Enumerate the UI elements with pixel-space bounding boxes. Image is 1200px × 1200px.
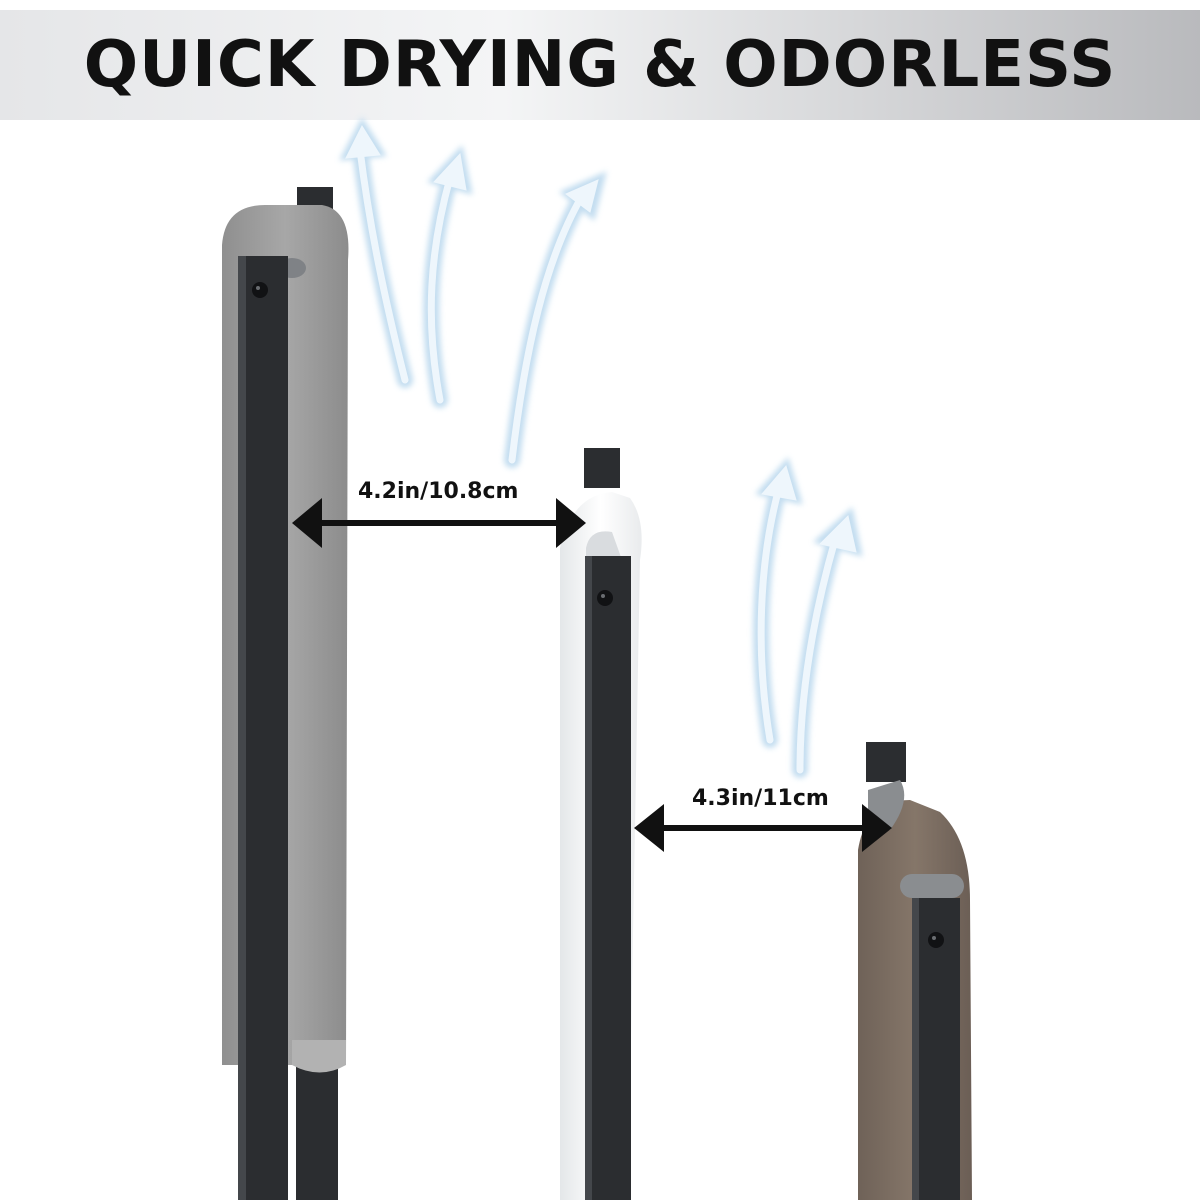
airflow-arrow-icon — [792, 507, 863, 778]
screw-icon — [252, 282, 268, 298]
front-leg — [585, 556, 631, 1200]
spacing-label: 4.3in/11cm — [692, 786, 829, 811]
airflow-arrow-icon — [504, 171, 607, 468]
double-arrow-icon — [292, 498, 586, 548]
double-arrow-icon — [634, 804, 892, 852]
airflow-arrow-icon — [753, 457, 803, 748]
screw-icon — [928, 932, 944, 948]
middle-rack — [560, 448, 642, 1200]
screw-icon — [597, 590, 613, 606]
title-banner — [0, 10, 1200, 120]
front-leg — [238, 256, 288, 1200]
short-rack — [858, 742, 972, 1200]
tall-rack — [222, 187, 349, 1200]
airflow-arrow-icon — [339, 116, 413, 388]
airflow-arrow-icon — [423, 144, 473, 408]
banner-title: QUICK DRYING & ODORLESS — [83, 28, 1117, 102]
front-leg — [912, 898, 960, 1200]
spacing-label: 4.2in/10.8cm — [358, 479, 519, 504]
